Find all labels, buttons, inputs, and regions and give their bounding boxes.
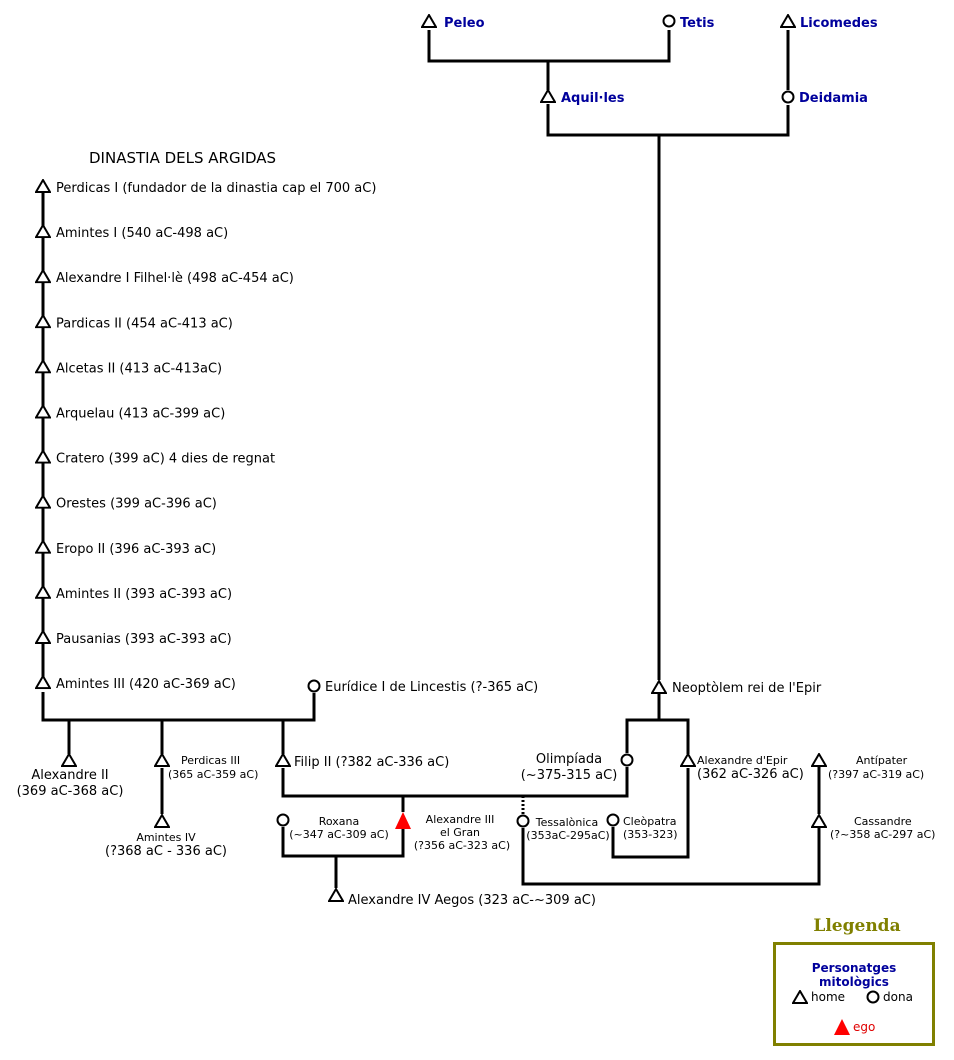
roxana-name: Roxana xyxy=(319,815,360,828)
dynasty-king-male-icon xyxy=(35,179,51,193)
roxana-dates: (~347 aC-309 aC) xyxy=(289,828,389,841)
perdicas3-dates: (365 aC-359 aC) xyxy=(168,768,258,781)
euridice-label: Eurídice I de Lincestis (?-365 aC) xyxy=(325,680,538,695)
deidamia-label: Deidamia xyxy=(799,91,868,106)
alexandre2-dates: (369 aC-368 aC) xyxy=(17,784,124,799)
legend-ego-label: ego xyxy=(853,1020,876,1034)
cassandre-male-icon xyxy=(811,814,827,828)
dynasty-king-male-icon xyxy=(35,269,51,284)
antipater-name: Antípater xyxy=(856,754,908,767)
dynasty-king-label: Amintes III (420 aC-369 aC) xyxy=(56,677,236,692)
tessalonica-dates: (353aC-295aC) xyxy=(526,829,609,842)
amintes4-dates: (?368 aC - 336 aC) xyxy=(105,844,227,859)
alexandre3-name: Alexandre III xyxy=(426,813,495,826)
tessalonica-name: Tessalònica xyxy=(535,816,598,829)
filip2-label: Filip II (?382 aC-336 aC) xyxy=(294,755,449,770)
dynasty-king-label: Pausanias (393 aC-393 aC) xyxy=(56,632,232,647)
dynasty-king-male-icon xyxy=(35,449,51,464)
dynasty-king-label: Cratero (399 aC) 4 dies de regnat xyxy=(56,452,275,467)
neoptolem-label: Neoptòlem rei de l'Epir xyxy=(672,681,822,696)
filip2-male-icon xyxy=(275,753,291,767)
euridice-female-icon xyxy=(307,679,321,693)
cleopatra-female-icon xyxy=(606,813,620,827)
alexandre4-label: Alexandre IV Aegos (323 aC-~309 aC) xyxy=(348,893,596,908)
dynasty-king-label: Amintes I (540 aC-498 aC) xyxy=(56,226,228,241)
licomedes-label: Licomedes xyxy=(800,16,878,31)
alexandre-epir-name: Alexandre d'Epir xyxy=(697,754,788,767)
legend-box: Personatges mitològics home dona ego xyxy=(773,942,935,1046)
dynasty-king-label: Pardicas II (454 aC-413 aC) xyxy=(56,316,233,331)
dynasty-king-male-icon xyxy=(35,630,51,644)
amintes4-name: Amintes IV xyxy=(136,831,196,844)
dynasty-king-label: Arquelau (413 aC-399 aC) xyxy=(56,407,225,422)
dynasty-king-male-icon xyxy=(35,314,51,329)
cassandre-name: Cassandre xyxy=(854,815,912,828)
peleo-label: Peleo xyxy=(444,16,485,31)
dynasty-king-male-icon xyxy=(35,539,51,554)
antipater-dates: (?397 aC-319 aC) xyxy=(828,768,924,781)
dynasty-king-male-icon xyxy=(35,224,51,239)
dynasty-list: Perdicas I (fundador de la dinastia cap … xyxy=(35,179,376,692)
tetis-female-icon xyxy=(662,14,676,28)
legend-mythological-label: Personatges mitològics xyxy=(811,961,897,989)
dynasty-king-label: Eropo II (396 aC-393 aC) xyxy=(56,542,216,557)
alexandre2-name: Alexandre II xyxy=(31,768,108,783)
neoptolem-male-icon xyxy=(651,680,667,694)
dynasty-king-male-icon xyxy=(35,404,51,419)
peleo-male-icon xyxy=(421,14,437,28)
alexandre4-male-icon xyxy=(328,888,344,902)
olimpiada-name: Olimpíada xyxy=(536,752,602,767)
legend-title: Llegenda xyxy=(813,916,901,936)
tessalonica-female-icon xyxy=(516,814,530,828)
cassandre-dates: (?~358 aC-297 aC) xyxy=(830,828,935,841)
amintes4-male-icon xyxy=(154,814,170,828)
alexandre-epir-male-icon xyxy=(680,753,696,767)
dynasty-king-male-icon xyxy=(35,494,51,509)
female-circle-icon xyxy=(866,990,880,1004)
licomedes-male-icon xyxy=(780,14,796,28)
olimpiada-female-icon xyxy=(620,753,634,767)
antipater-male-icon xyxy=(811,753,827,767)
ego-triangle-icon xyxy=(834,1019,850,1035)
dynasty-king-label: Alcetas II (413 aC-413aC) xyxy=(56,361,222,376)
dynasty-king-label: Perdicas I (fundador de la dinastia cap … xyxy=(56,181,376,196)
deidamia-female-icon xyxy=(781,90,795,104)
aquilles-label: Aquil·les xyxy=(561,91,625,106)
legend-man: home xyxy=(792,990,845,1004)
alexandre3-ego-icon xyxy=(395,812,411,829)
alexandre2-male-icon xyxy=(61,753,77,767)
cleopatra-dates: (353-323) xyxy=(623,828,678,841)
tree-lines xyxy=(41,30,821,888)
dynasty-king-label: Amintes II (393 aC-393 aC) xyxy=(56,587,232,602)
cleopatra-name: Cleòpatra xyxy=(623,815,677,828)
roxana-female-icon xyxy=(276,813,290,827)
dynasty-king-male-icon xyxy=(35,359,51,374)
dynasty-king-male-icon xyxy=(35,584,51,599)
perdicas3-name: Perdicas III xyxy=(181,754,240,767)
alexandre3-epithet: el Gran xyxy=(440,826,480,839)
legend-ego: ego xyxy=(834,1019,875,1035)
dynasty-king-male-icon xyxy=(35,675,51,690)
alexandre3-dates: (?356 aC-323 aC) xyxy=(414,839,510,852)
legend-woman-label: dona xyxy=(883,990,913,1004)
aquilles-male-icon xyxy=(540,89,556,103)
dynasty-king-label: Orestes (399 aC-396 aC) xyxy=(56,497,217,512)
dynasty-king-label: Alexandre I Filhel·lè (498 aC-454 aC) xyxy=(56,271,294,286)
dynasty-title: DINASTIA DELS ARGIDAS xyxy=(89,149,276,167)
alexandre-epir-dates: (362 aC-326 aC) xyxy=(697,767,804,782)
legend-man-label: home xyxy=(811,990,846,1004)
olimpiada-dates: (~375-315 aC) xyxy=(521,768,618,783)
male-triangle-icon xyxy=(792,990,808,1004)
perdicas3-male-icon xyxy=(154,753,170,767)
tetis-label: Tetis xyxy=(680,16,715,31)
legend-woman: dona xyxy=(866,990,913,1004)
